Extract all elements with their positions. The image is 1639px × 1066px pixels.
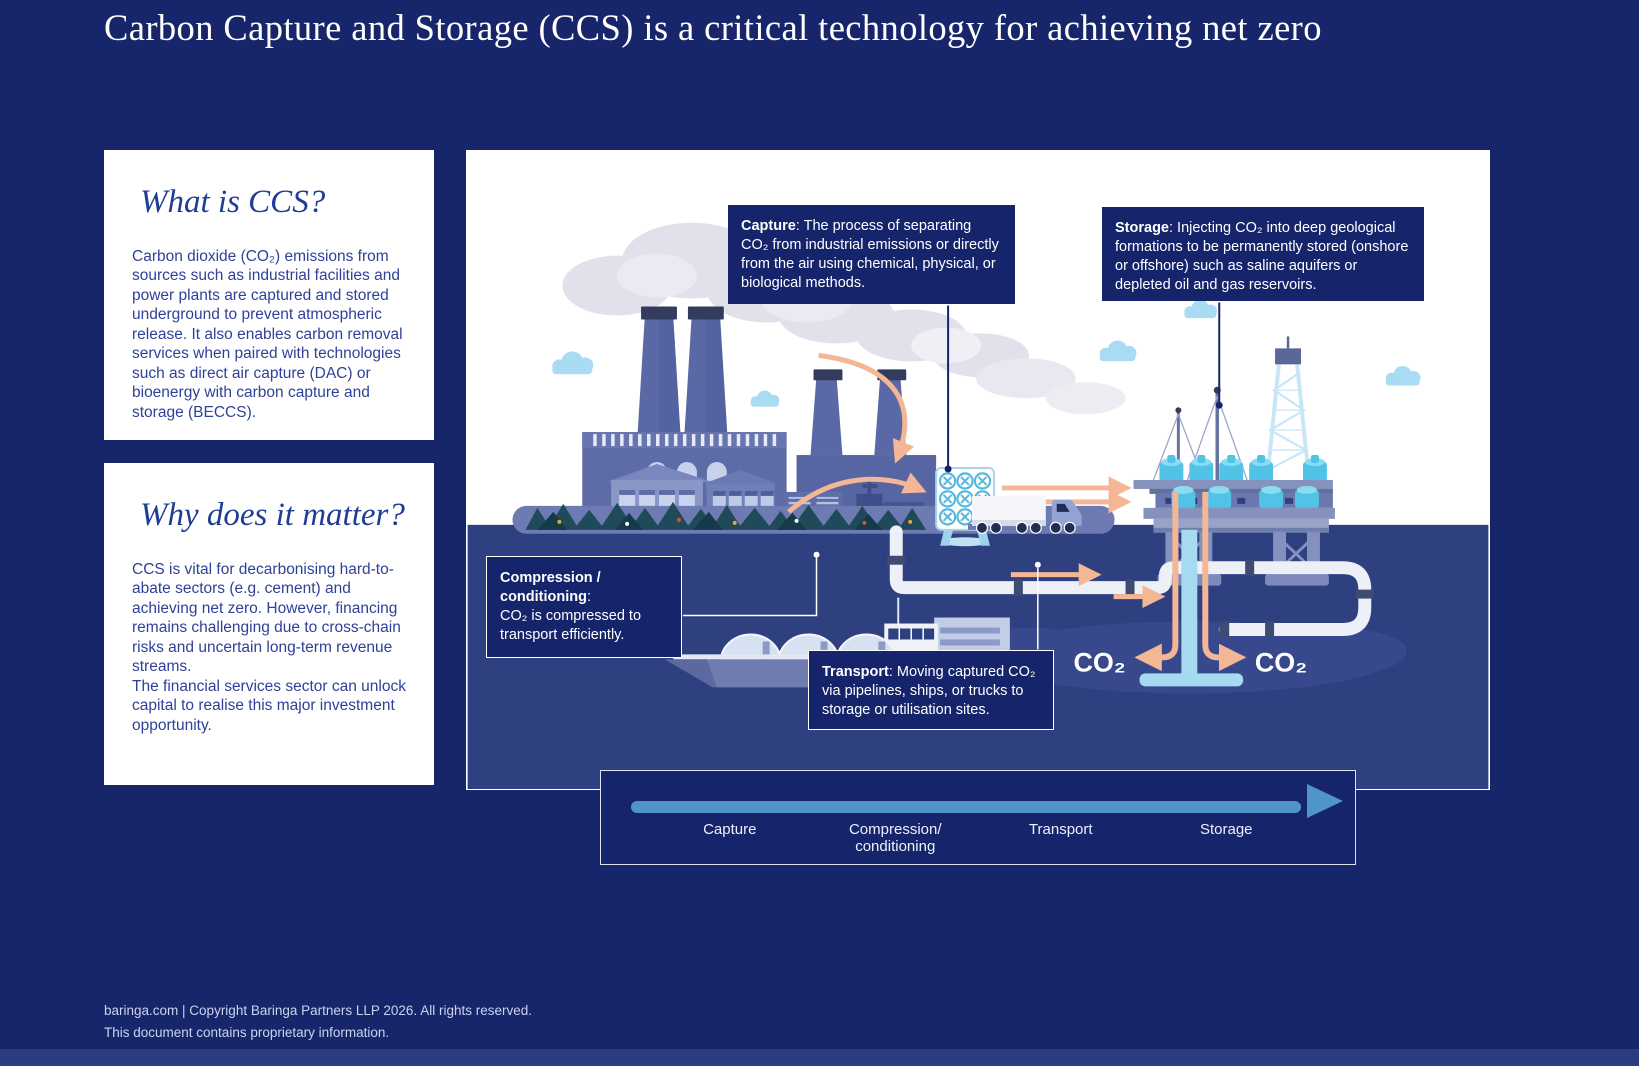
co2-label-left: CO₂	[1073, 647, 1125, 677]
derrick	[1265, 336, 1311, 481]
process-flow-bar: Capture Compression/ conditioning Transp…	[600, 770, 1356, 865]
process-step-label: Capture	[703, 821, 757, 838]
storage-tanks	[1159, 455, 1327, 482]
card-heading: What is CCS?	[140, 184, 326, 220]
process-step-label: Compression/ conditioning	[848, 821, 942, 855]
subsea-pipeline	[887, 525, 1374, 638]
card-what-is-ccs: What is CCS? Carbon dioxide (CO₂) emissi…	[104, 150, 434, 440]
co2-truck	[968, 495, 1082, 534]
callout-label: Storage	[1115, 220, 1169, 236]
connector-lines	[682, 302, 1223, 650]
card-paragraph: The financial services sector can unlock…	[132, 677, 406, 734]
callout-label: Capture	[741, 218, 796, 234]
callout-label: Compression / conditioning	[500, 570, 601, 606]
page-title: Carbon Capture and Storage (CCS) is a cr…	[104, 7, 1322, 48]
flow-arrow	[631, 801, 1301, 813]
dac-capture-unit	[935, 467, 995, 547]
co2-flow-arrows	[786, 352, 1247, 672]
footer-line2: This document contains proprietary infor…	[104, 1025, 390, 1040]
callout-text: : Injecting CO₂ into deep geological for…	[1115, 220, 1409, 294]
bottom-accent-strip	[0, 1049, 1639, 1066]
callout-text: : Moving captured CO₂ via pipelines, shi…	[822, 664, 1036, 719]
waste-pile	[525, 501, 927, 530]
capture-callout: Capture: The process of separating CO₂ f…	[728, 205, 1015, 304]
sky-clouds	[552, 299, 1421, 407]
injection-well	[1139, 529, 1244, 687]
footer: baringa.com | Copyright Baringa Partners…	[104, 1000, 532, 1044]
callout-label: Transport	[822, 664, 889, 680]
card-paragraph: Carbon dioxide (CO₂) emissions from sour…	[132, 247, 403, 421]
storage-callout: Storage: Injecting CO₂ into deep geologi…	[1102, 207, 1424, 301]
footer-line1: baringa.com | Copyright Baringa Partners…	[104, 1003, 532, 1018]
co2-label-right: CO₂	[1255, 647, 1307, 677]
transport-callout: Transport: Moving captured CO₂ via pipel…	[808, 650, 1054, 730]
callout-text: : CO₂ is compressed to transport efficie…	[500, 589, 642, 644]
process-steps: Capture Compression/ conditioning Transp…	[647, 821, 1309, 855]
compression-callout: Compression / conditioning: CO₂ is compr…	[486, 556, 682, 658]
callout-text: : The process of separating CO₂ from ind…	[741, 218, 999, 292]
card-why-does-it-matter: Why does it matter? CCS is vital for dec…	[104, 463, 434, 785]
process-step-label: Transport	[1028, 821, 1093, 838]
flow-arrow-head-icon	[1307, 784, 1343, 818]
card-heading: Why does it matter?	[140, 497, 405, 533]
process-step-label: Storage	[1199, 821, 1253, 838]
card-paragraph: CCS is vital for decarbonising hard-to-a…	[132, 560, 401, 676]
